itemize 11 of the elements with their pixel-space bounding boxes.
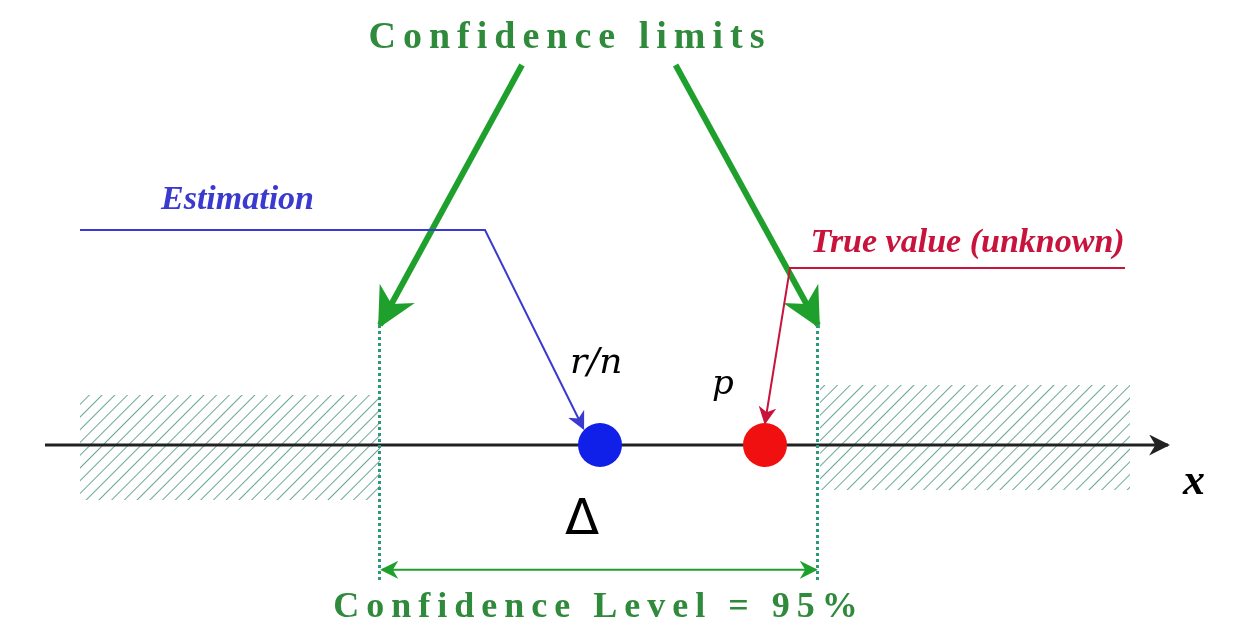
limit-line: [378, 325, 382, 580]
heading-text: Confidence limits: [330, 5, 810, 65]
true-value-dot: [743, 423, 787, 467]
symbol-label: Δ: [565, 488, 600, 546]
callout-text: Estimation: [80, 165, 485, 230]
callout-text: True value (unknown): [790, 150, 1125, 268]
estimate-dot: [578, 423, 622, 467]
limit-line: [816, 325, 820, 580]
symbol-label: p: [712, 362, 734, 402]
fraction-label: r/n: [570, 340, 623, 381]
axis-label: x: [1183, 455, 1205, 505]
